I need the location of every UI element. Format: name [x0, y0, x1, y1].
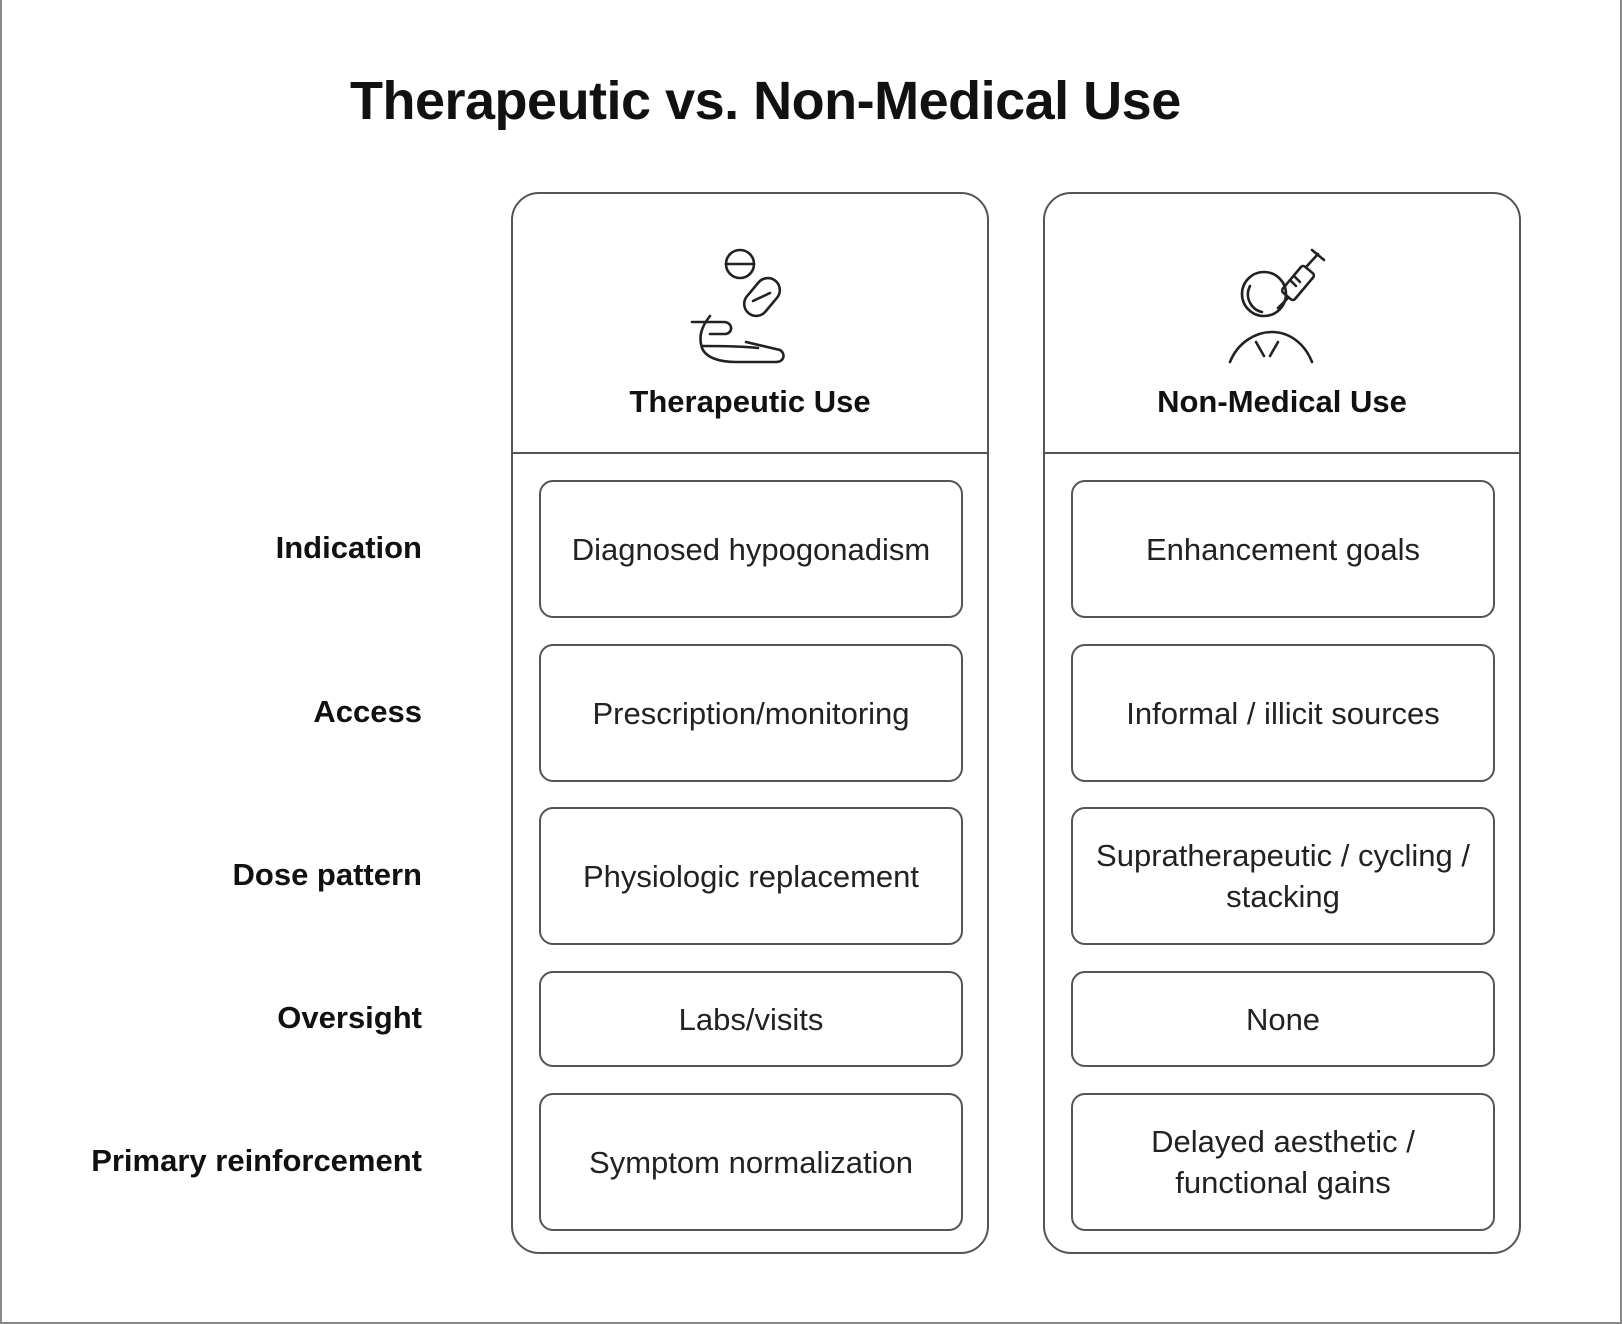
- non-medical-use-title: Non-Medical Use: [1157, 384, 1407, 419]
- non-medical-oversight-cell: None: [1071, 971, 1495, 1067]
- row-label-oversight: Oversight: [277, 1000, 422, 1035]
- non-medical-access-cell: Informal / illicit sources: [1071, 644, 1495, 782]
- row-label-primary-reinforcement: Primary reinforcement: [91, 1143, 422, 1178]
- figure-title: Therapeutic vs. Non-Medical Use: [350, 71, 1181, 131]
- person-with-syringe-icon: [1212, 246, 1352, 366]
- therapeutic-use-column: Therapeutic Use Diagnosed hypogonadism P…: [511, 192, 989, 1254]
- row-label-access: Access: [313, 694, 422, 729]
- non-medical-use-column: Non-Medical Use Enhancement goals Inform…: [1043, 192, 1521, 1254]
- therapeutic-indication-cell: Diagnosed hypogonadism: [539, 480, 963, 618]
- therapeutic-dose-pattern-cell: Physiologic replacement: [539, 807, 963, 945]
- non-medical-indication-cell: Enhancement goals: [1071, 480, 1495, 618]
- therapeutic-use-title: Therapeutic Use: [629, 384, 871, 419]
- therapeutic-oversight-cell: Labs/visits: [539, 971, 963, 1067]
- therapeutic-use-header: Therapeutic Use: [513, 194, 987, 454]
- non-medical-use-header: Non-Medical Use: [1045, 194, 1519, 454]
- therapeutic-primary-reinforcement-cell: Symptom normalization: [539, 1093, 963, 1231]
- row-label-dose-pattern: Dose pattern: [232, 857, 422, 892]
- non-medical-dose-pattern-cell: Supratherapeutic / cycling / stacking: [1071, 807, 1495, 945]
- hand-with-pills-icon: [680, 246, 820, 366]
- therapeutic-access-cell: Prescription/monitoring: [539, 644, 963, 782]
- row-label-indication: Indication: [275, 530, 422, 565]
- non-medical-primary-reinforcement-cell: Delayed aesthetic / functional gains: [1071, 1093, 1495, 1231]
